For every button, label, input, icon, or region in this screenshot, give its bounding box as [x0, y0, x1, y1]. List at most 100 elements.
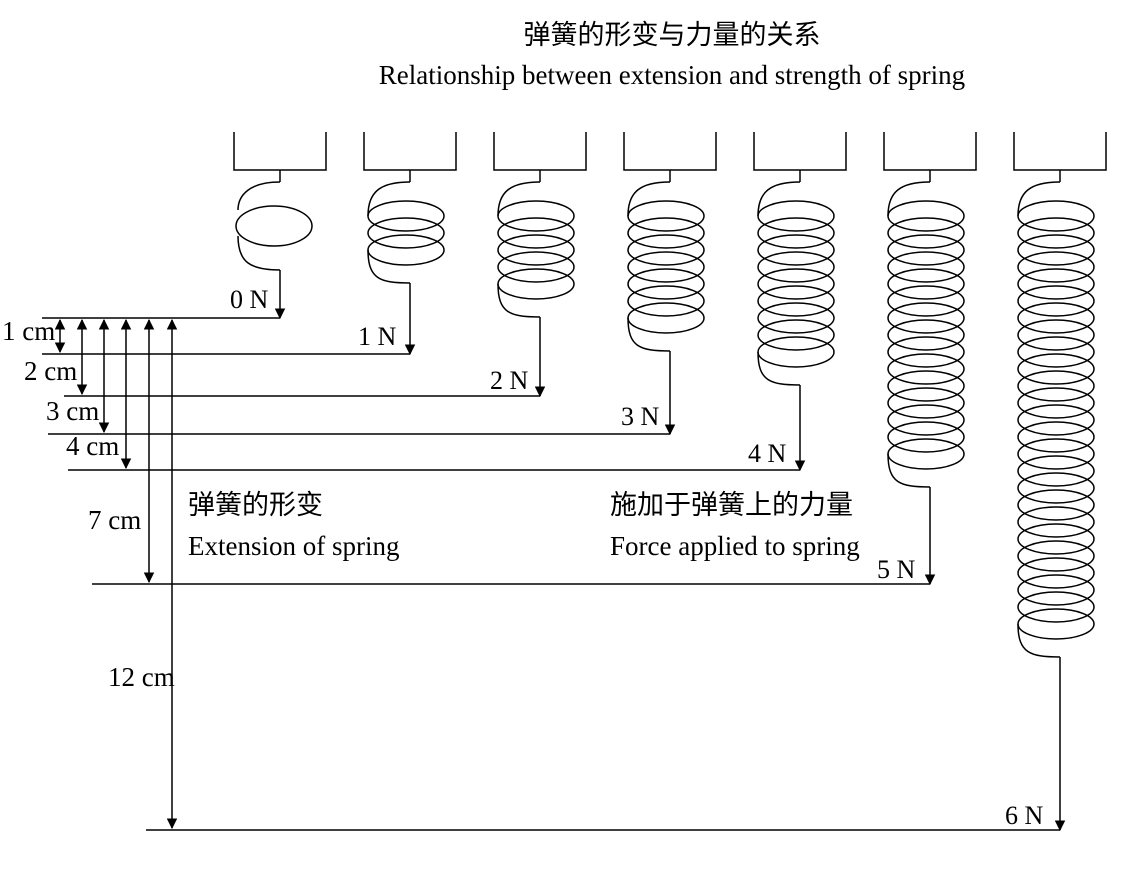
coil-6n-19: [1017, 506, 1095, 538]
bracket-4n: [753, 132, 847, 171]
bracket-2n: [493, 132, 587, 171]
coil-6n-21: [1017, 540, 1095, 572]
coil-6n-24: [1017, 591, 1095, 623]
force-label-2n: 2 N: [490, 366, 529, 395]
coil-5n-3: [887, 234, 965, 266]
bracket-3n: [623, 132, 717, 171]
coil-5n-7: [887, 302, 965, 334]
coil-6n-2: [1017, 217, 1095, 249]
coil-2n-1: [497, 200, 575, 232]
title-english: Relationship between extension and stren…: [379, 60, 965, 90]
hook-bottom-1n: [367, 249, 411, 284]
force-label-0n: 0 N: [230, 285, 269, 314]
force-label-3n: 3 N: [621, 402, 660, 431]
bracket-0n: [233, 132, 327, 171]
coil-4n-9: [757, 336, 835, 368]
hook-bottom-4n: [757, 351, 801, 386]
force-label-1n: 1 N: [358, 322, 397, 351]
extension-label-2cm: 2 cm: [24, 356, 77, 386]
coil-5n-4: [887, 251, 965, 283]
coil-6n-8: [1017, 319, 1095, 351]
hook-top-3n: [627, 181, 671, 217]
coil-6n-14: [1017, 421, 1095, 453]
coil-5n-10: [887, 353, 965, 385]
coil-4n-4: [757, 251, 835, 283]
coil-4n-2: [757, 217, 835, 249]
coil-5n-9: [887, 336, 965, 368]
coil-6n-1: [1017, 200, 1095, 232]
coil-6n-5: [1017, 268, 1095, 300]
hook-top-0n: [237, 181, 281, 211]
caption-extension-chinese: 弹簧的形变: [188, 490, 323, 520]
coil-6n-9: [1017, 336, 1095, 368]
coil-5n-13: [887, 404, 965, 436]
coil-2n-4: [497, 251, 575, 283]
coil-6n-20: [1017, 523, 1095, 555]
coil-6n-4: [1017, 251, 1095, 283]
coil-4n-8: [757, 319, 835, 351]
extension-label-12cm: 12 cm: [108, 662, 175, 692]
force-label-5n: 5 N: [877, 555, 916, 584]
caption-force-english: Force applied to spring: [610, 531, 860, 561]
coil-6n-23: [1017, 574, 1095, 606]
force-label-4n: 4 N: [748, 439, 787, 468]
coil-6n-17: [1017, 472, 1095, 504]
coil-5n-5: [887, 268, 965, 300]
coil-2n-5: [497, 268, 575, 300]
hook-bottom-3n: [627, 317, 671, 352]
extension-label-3cm: 3 cm: [46, 396, 99, 426]
coil-0n-1: [235, 205, 313, 247]
extension-label-4cm: 4 cm: [66, 431, 119, 461]
coil-6n-18: [1017, 489, 1095, 521]
coil-6n-11: [1017, 370, 1095, 402]
caption-extension-english: Extension of spring: [188, 531, 399, 561]
hook-top-2n: [497, 181, 541, 217]
coil-6n-15: [1017, 438, 1095, 470]
hook-top-4n: [757, 181, 801, 217]
coil-5n-14: [887, 421, 965, 453]
coil-6n-7: [1017, 302, 1095, 334]
coil-2n-3: [497, 234, 575, 266]
coil-5n-12: [887, 387, 965, 419]
bracket-6n: [1013, 132, 1107, 171]
coil-5n-6: [887, 285, 965, 317]
title-chinese: 弹簧的形变与力量的关系: [524, 20, 821, 50]
hook-top-6n: [1017, 181, 1061, 217]
diagram-shapes: [42, 132, 1107, 832]
hook-top-5n: [887, 181, 931, 217]
coil-3n-3: [627, 234, 705, 266]
coil-1n-1: [367, 200, 445, 232]
coil-5n-8: [887, 319, 965, 351]
coil-6n-16: [1017, 455, 1095, 487]
coil-5n-2: [887, 217, 965, 249]
bracket-1n: [363, 132, 457, 171]
extension-label-7cm: 7 cm: [88, 505, 141, 535]
coil-6n-25: [1017, 608, 1095, 640]
coil-6n-13: [1017, 404, 1095, 436]
coil-3n-4: [627, 251, 705, 283]
extension-label-1cm: 1 cm: [2, 316, 55, 346]
hook-bottom-6n: [1017, 623, 1061, 658]
coil-1n-3: [367, 234, 445, 266]
coil-4n-5: [757, 268, 835, 300]
coil-1n-2: [367, 217, 445, 249]
bracket-5n: [883, 132, 977, 171]
coil-5n-11: [887, 370, 965, 402]
coil-3n-2: [627, 217, 705, 249]
coil-5n-1: [887, 200, 965, 232]
hook-bottom-2n: [497, 283, 541, 318]
coil-4n-7: [757, 302, 835, 334]
coil-6n-22: [1017, 557, 1095, 589]
coil-3n-6: [627, 285, 705, 317]
coil-3n-1: [627, 200, 705, 232]
coil-6n-6: [1017, 285, 1095, 317]
coil-6n-12: [1017, 387, 1095, 419]
coil-4n-6: [757, 285, 835, 317]
coil-4n-1: [757, 200, 835, 232]
coil-6n-3: [1017, 234, 1095, 266]
coil-2n-2: [497, 217, 575, 249]
hook-top-1n: [367, 181, 411, 217]
hook-bottom-0n: [237, 235, 281, 271]
force-label-6n: 6 N: [1005, 801, 1044, 830]
